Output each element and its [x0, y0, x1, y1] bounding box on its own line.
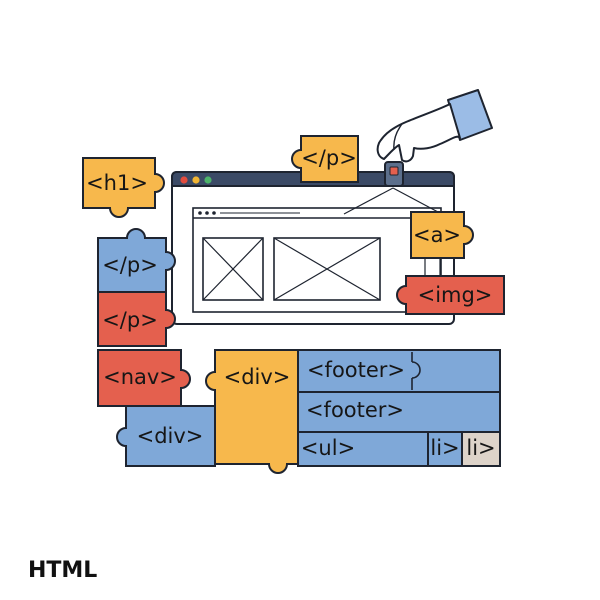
- piece-label-div-blue: <div>: [137, 424, 204, 448]
- window-minimize-dot: [192, 176, 200, 184]
- piece-label-ul: <ul>: [301, 436, 355, 460]
- piece-label-nav: <nav>: [103, 365, 177, 389]
- caption-title: HTML: [28, 558, 98, 583]
- puzzle-piece-p-top: </p>: [291, 135, 359, 183]
- image-placeholder-left: [202, 237, 264, 301]
- piece-label-div-yellow: <div>: [224, 365, 291, 389]
- piece-label-footer-1: <footer>: [307, 358, 405, 382]
- puzzle-piece-div-yellow: <div>: [205, 349, 299, 474]
- puzzle-piece-li-1: li>: [427, 431, 463, 467]
- puzzle-piece-p-red: </p>: [97, 291, 176, 347]
- piece-label-p-red: </p>: [102, 308, 158, 332]
- piece-label-li-1: li>: [430, 436, 459, 460]
- small-piece-icon: [384, 161, 404, 187]
- puzzle-piece-nav: <nav>: [97, 349, 191, 407]
- piece-label-p-blue: </p>: [102, 253, 158, 277]
- puzzle-piece-ul: <ul>: [297, 431, 429, 467]
- puzzle-piece-a: <a>: [410, 211, 474, 259]
- puzzle-piece-div-blue: <div>: [116, 405, 216, 467]
- hand-icon: [376, 89, 493, 163]
- piece-label-a: <a>: [413, 223, 461, 247]
- puzzle-piece-h1: <h1>: [82, 157, 165, 218]
- puzzle-piece-p-blue: </p>: [97, 228, 176, 293]
- puzzle-piece-img: <img>: [396, 275, 505, 315]
- piece-label-p-top: </p>: [301, 146, 357, 170]
- piece-label-h1: <h1>: [86, 171, 148, 195]
- image-placeholder-right: [273, 237, 381, 301]
- puzzle-piece-li-2: li>: [461, 431, 501, 467]
- window-maximize-dot: [204, 176, 212, 184]
- puzzle-piece-footer-1: <footer>: [297, 349, 501, 393]
- piece-label-img: <img>: [418, 283, 493, 307]
- piece-label-li-2: li>: [466, 436, 495, 460]
- connector-lines: [343, 187, 441, 276]
- window-close-dot: [180, 176, 188, 184]
- puzzle-piece-footer-2: <footer>: [297, 391, 501, 433]
- piece-label-footer-2: <footer>: [306, 398, 404, 422]
